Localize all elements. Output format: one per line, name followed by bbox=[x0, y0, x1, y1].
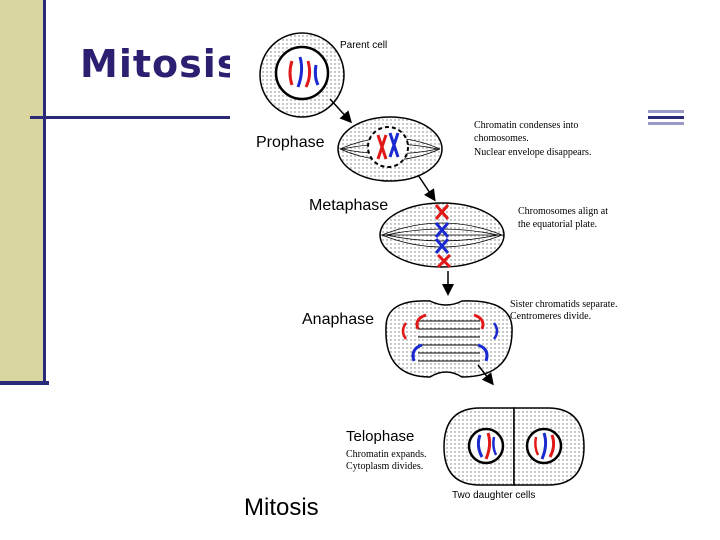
telophase-note-2: Cytoplasm divides. bbox=[346, 461, 423, 472]
anaphase-cell bbox=[385, 300, 513, 378]
daughter-cells-label: Two daughter cells bbox=[452, 490, 535, 501]
prophase-note-3: Nuclear envelope disappears. bbox=[474, 147, 591, 158]
prophase-cell bbox=[337, 116, 443, 182]
figure-title: Mitosis bbox=[244, 494, 319, 521]
metaphase-note-1: Chromosomes align at bbox=[518, 206, 608, 217]
anaphase-note-2: Centromeres divide. bbox=[510, 311, 591, 322]
mitosis-diagram: Parent cell Prophase Chromatin condenses… bbox=[230, 27, 648, 524]
parent-cell bbox=[259, 32, 345, 118]
title-rule-right-lower bbox=[648, 122, 684, 125]
anaphase-note-1: Sister chromatids separate. bbox=[510, 299, 617, 310]
metaphase-note-2: the equatorial plate. bbox=[518, 219, 597, 230]
prophase-note-1: Chromatin condenses into bbox=[474, 120, 578, 131]
arrow-to-telophase bbox=[477, 364, 494, 386]
stage-label-prophase: Prophase bbox=[256, 134, 325, 151]
metaphase-cell bbox=[379, 202, 505, 269]
arrow-to-prophase bbox=[329, 98, 353, 124]
title-rule-right-upper bbox=[648, 110, 684, 113]
sidebar-accent-bar bbox=[0, 0, 46, 384]
title-rule-right bbox=[648, 116, 684, 119]
title-rule-left bbox=[30, 116, 230, 119]
stage-label-telophase: Telophase bbox=[346, 428, 414, 445]
parent-cell-label: Parent cell bbox=[340, 40, 387, 51]
sidebar-foot-line bbox=[0, 381, 49, 385]
slide-title: Mitosis bbox=[80, 42, 241, 86]
telophase-note-1: Chromatin expands. bbox=[346, 449, 427, 460]
telophase-cells bbox=[443, 407, 585, 486]
arrow-to-metaphase bbox=[417, 174, 436, 202]
stage-label-anaphase: Anaphase bbox=[302, 311, 374, 328]
stage-label-metaphase: Metaphase bbox=[309, 197, 388, 214]
prophase-note-2: chomosomes. bbox=[474, 133, 529, 144]
